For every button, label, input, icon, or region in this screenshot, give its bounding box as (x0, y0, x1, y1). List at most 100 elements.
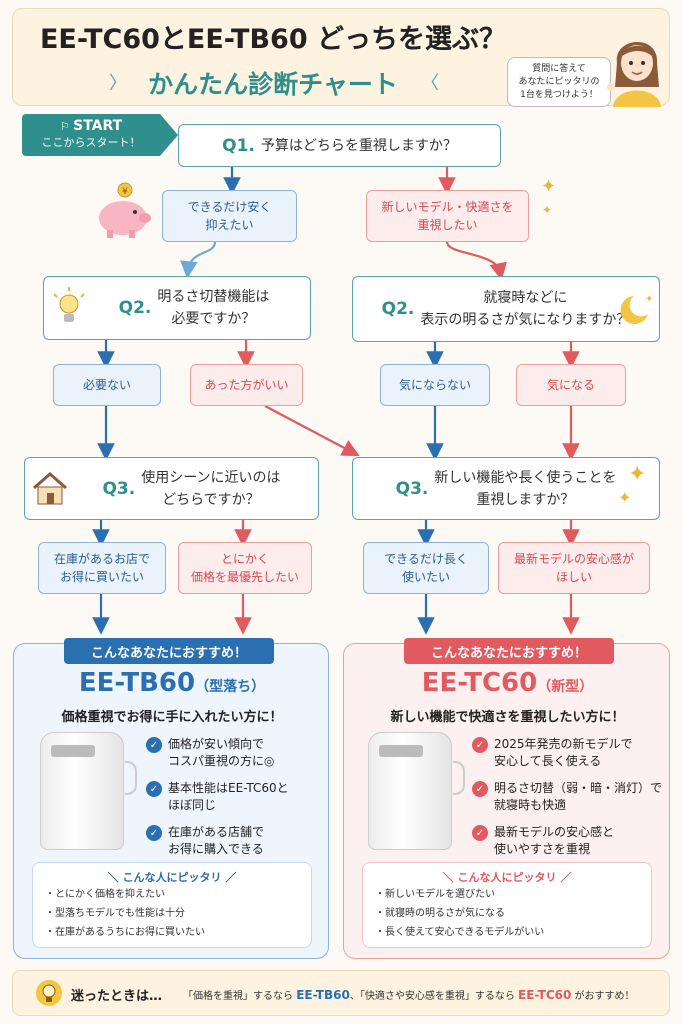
feature-item: ✓ 2025年発売の新モデルで安心して長く使える (472, 736, 668, 770)
footer-part: がおすすめ！ (574, 991, 635, 1002)
question-line: どちらですか？ (162, 491, 260, 508)
feature-item: ✓ 明るさ切替（弱・暗・消灯）で就寝時も快適 (472, 780, 668, 814)
answer-q2l-yes[interactable]: あった方がいい (190, 364, 303, 406)
handle (125, 761, 137, 795)
check-icon: ✓ (146, 825, 162, 841)
svg-text:✦: ✦ (645, 294, 653, 305)
fit-item: ・長く使えて安心できるモデルがいい (375, 927, 545, 938)
check-icon: ✓ (472, 825, 488, 841)
fit-item: ・就寝時の明るさが気になる (375, 908, 505, 919)
sparkle-right-icon: 〈 (421, 73, 439, 94)
feature-line: コスパ重視の方に◎ (168, 754, 275, 768)
sparkle-icon: ✦ (541, 176, 557, 197)
fit-item: ・新しいモデルを選びたい (375, 889, 495, 900)
tagline: 新しい機能で快適さを重視したい方に！ (390, 710, 625, 725)
start-arrow-tip (160, 114, 178, 156)
feature-line: 安心して長く使える (494, 754, 602, 768)
answer-q3l-stock[interactable]: 在庫があるお店で お得に買いたい (38, 542, 166, 594)
answer-q3l-price[interactable]: とにかく 価格を最優先したい (178, 542, 312, 594)
question-number: Q1. (222, 135, 255, 156)
feature-item: ✓最新モデルの安心感と使いやすさを重視 (472, 824, 668, 858)
answer-line: 重視したい (417, 218, 478, 232)
subtitle-row: 〉 かんたん診断チャート 〈 (13, 65, 533, 99)
answer-line: できるだけ安く (187, 200, 272, 214)
fit-item: ・とにかく価格を抑えたい (45, 889, 165, 900)
question-number: Q2. (381, 299, 415, 319)
answer-q1-cheap[interactable]: できるだけ安く 抑えたい (162, 190, 297, 242)
flag-icon: ⚐ (59, 120, 70, 133)
feature-line: 使いやすさを重視 (494, 842, 591, 856)
question-line: 使用シーンに近いのは (141, 469, 281, 486)
feature-line: お得に購入できる (168, 842, 264, 856)
arrow-to-q2-right (445, 241, 507, 281)
answer-line: 価格を最優先したい (190, 570, 299, 584)
answer-line: 抑えたい (205, 218, 254, 232)
control-panel (51, 745, 95, 757)
feature-list: ✓ 2025年発売の新モデルで安心して長く使える ✓ 明るさ切替（弱・暗・消灯）で就… (472, 736, 668, 858)
footer-summary: 迷ったときは… 「価格を重視」するなら EE-TB60、「快適さや安心感を重視」… (12, 970, 670, 1016)
svg-text:¥: ¥ (122, 187, 128, 197)
answer-q3r-long[interactable]: できるだけ長く 使いたい (363, 542, 489, 594)
arrow-cross-to-q3-right (264, 405, 360, 457)
answer-q2r-no[interactable]: 気にならない (380, 364, 490, 406)
question-number: Q3. (395, 478, 429, 499)
footer-text: 「価格を重視」するなら EE-TB60、「快適さや安心感を重視」するなら EE-… (183, 987, 667, 1002)
answer-q3r-latest[interactable]: 最新モデルの安心感が ほしい (498, 542, 650, 594)
speech-line: 質問に答えて (532, 64, 586, 74)
footer-lead: 迷ったときは… (71, 989, 163, 1004)
feature-line: 就寝時も快適 (494, 798, 567, 812)
feature-line: 在庫がある店舗で (168, 825, 265, 839)
answer-line: できるだけ長く (384, 552, 468, 566)
fit-item: ・型落ちモデルでも性能は十分 (45, 908, 185, 919)
house-icon (33, 472, 67, 505)
question-text: 使用シーンに近いのは どちらですか？ (141, 467, 280, 511)
answer-line: お得に買いたい (59, 570, 144, 584)
check-icon: ✓ (472, 781, 488, 797)
page-title: EE-TC60とEE-TB60 どっちを選ぶ？ (39, 24, 507, 55)
result-card-ee-tc60: こんなあなたにおすすめ！ EE-TC60（新型） 新しい機能で快適さを重視したい… (343, 638, 671, 959)
feature-item: ✓ 在庫がある店舗でお得に購入できる (146, 824, 326, 858)
answer-line: 使いたい (401, 570, 450, 584)
fit-box: ＼ こんな人にピッタリ ／ ・新しいモデルを選びたい ・就寝時の明るさが気になる… (362, 862, 652, 948)
speech-line: 1台を見つけよう！ (520, 90, 598, 100)
answer-q2l-no[interactable]: 必要ない (53, 364, 161, 406)
model-code: EE-TC60 (421, 668, 538, 698)
feature-line: 2025年発売の新モデルで (494, 737, 633, 751)
answer-q2r-yes[interactable]: 気になる (516, 364, 626, 406)
result-card-ee-tb60: こんなあなたにおすすめ！ EE-TB60（型落ち） 価格重視でお得に手に入れたい… (13, 638, 329, 959)
start-label: ⚐ START ここからスタート！ (22, 114, 160, 156)
footer-model-tb60: EE-TB60 (296, 988, 350, 1002)
footer-part: 「価格を重視」するなら (183, 991, 293, 1002)
sparkle-small-icon: ✦ (618, 488, 632, 507)
question-3-left: Q3. 使用シーンに近いのは どちらですか？ (24, 457, 319, 520)
question-number: Q3. (102, 478, 136, 499)
speech-bubble: 質問に答えて あなたにピッタリの 1台を見つけよう！ (507, 57, 611, 107)
question-text: 予算はどちらを重視しますか？ (260, 137, 457, 154)
question-line: 必要ですか？ (171, 311, 256, 327)
model-note: （新型） (537, 679, 594, 695)
humidifier-image (368, 732, 465, 850)
arrow-to-q2-left (180, 241, 217, 279)
question-2-right: Q2. 就寝時などに 表示の明るさが気になりますか？ (352, 276, 660, 342)
feature-item: ✓基本性能はEE-TC60とほぼ同じ (146, 780, 326, 814)
footer-model-tc60: EE-TC60 (518, 988, 572, 1002)
question-line: 明るさ切替機能は (157, 289, 270, 305)
tagline: 価格重視でお得に手に入れたい方に！ (61, 710, 283, 725)
feature-item: ✓価格が安い傾向でコスパ重視の方に◎ (146, 736, 326, 770)
header-banner: EE-TC60とEE-TB60 どっちを選ぶ？ 〉 かんたん診断チャート 〈 質… (12, 8, 670, 107)
woman-guide-icon (607, 41, 661, 107)
footer-part: 、「快適さや安心感を重視」するなら (349, 991, 515, 1002)
model-name: EE-TC60（新型） (344, 668, 671, 698)
question-text: 新しい機能や長く使うことを 重視しますか？ (434, 467, 616, 511)
humidifier-image (40, 732, 137, 850)
model-code: EE-TB60 (78, 668, 196, 698)
sparkle-left-icon: 〉 (109, 73, 127, 94)
answer-q1-new[interactable]: 新しいモデル・快適さを 重視したい (366, 190, 529, 242)
question-1: Q1. 予算はどちらを重視しますか？ (178, 124, 501, 167)
question-text: 就寝時などに 表示の明るさが気になりますか？ (420, 287, 630, 331)
start-title: START (73, 118, 123, 134)
feature-line: 明るさ切替（弱・暗・消灯）で (494, 781, 663, 795)
recommend-ribbon: こんなあなたにおすすめ！ (64, 638, 274, 664)
check-icon: ✓ (472, 737, 488, 753)
